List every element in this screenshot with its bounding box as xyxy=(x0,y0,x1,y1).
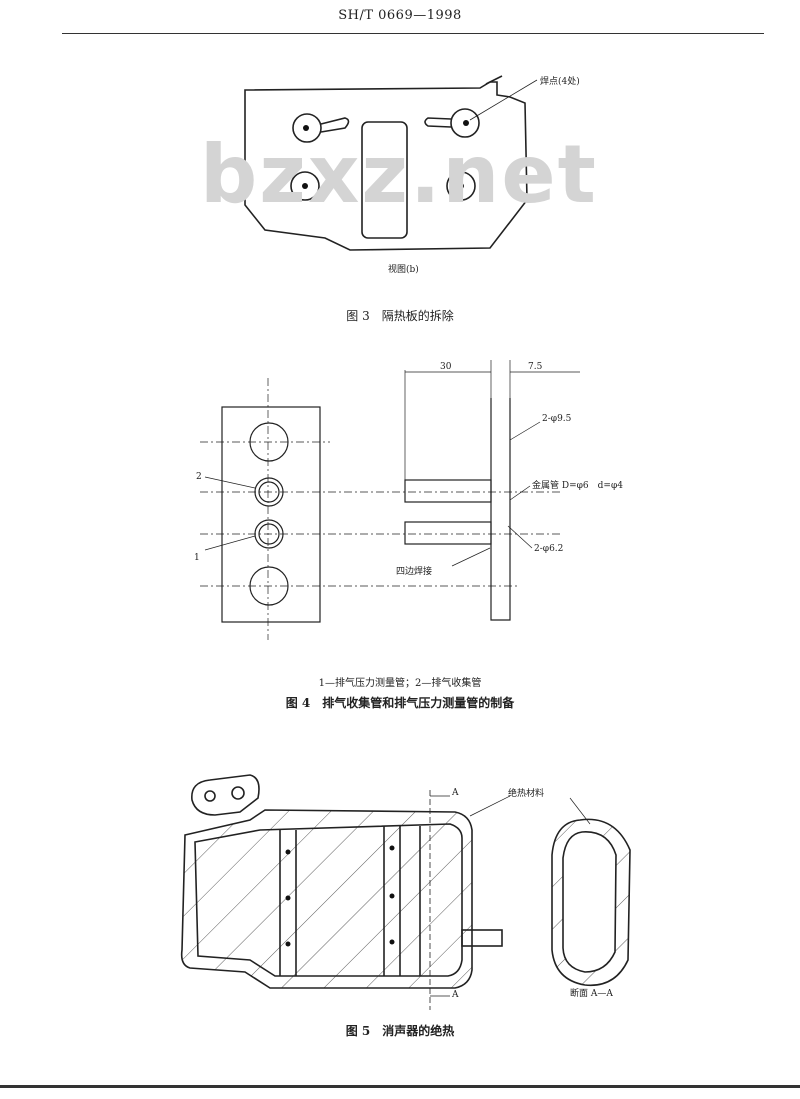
figure4-legend: 1—排气压力测量管；2—排气收集管 xyxy=(318,678,482,689)
label-2: 2 xyxy=(196,472,202,482)
section-label: 断面 A—A xyxy=(570,989,613,999)
section-mark-bottom: A xyxy=(452,990,459,1000)
figure4-tube-drawing xyxy=(200,360,580,640)
figure5-muffler-drawing xyxy=(180,774,631,1010)
hole-callout-bottom: 2-φ6.2 xyxy=(534,544,564,554)
figure3-caption: 图 3 隔热板的拆除 xyxy=(346,309,454,323)
weld-point-callout: 焊点(4处) xyxy=(540,77,580,87)
standard-number: SH/T 0669—1998 xyxy=(338,8,462,23)
section-mark-top: A xyxy=(452,788,459,798)
figure4-caption: 图 4 排气收集管和排气压力测量管的制备 xyxy=(285,696,515,710)
figure3-heat-shield-drawing xyxy=(244,75,538,251)
dimension-7-5: 7.5 xyxy=(528,362,543,372)
label-1: 1 xyxy=(194,553,200,563)
watermark: bzxz.net xyxy=(200,128,598,221)
hole-callout-top: 2-φ9.5 xyxy=(542,414,572,424)
dimension-30: 30 xyxy=(440,362,452,372)
metal-tube-callout: 金属管 D=φ6 d=φ4 xyxy=(532,481,623,491)
insulation-material-callout: 绝热材料 xyxy=(508,789,545,799)
footer-rule xyxy=(0,1085,800,1088)
figure5-caption: 图 5 消声器的绝热 xyxy=(345,1024,455,1038)
weld-callout: 四边焊接 xyxy=(396,567,433,577)
view-label: 视图(b) xyxy=(388,265,419,275)
header-rule xyxy=(62,33,764,34)
